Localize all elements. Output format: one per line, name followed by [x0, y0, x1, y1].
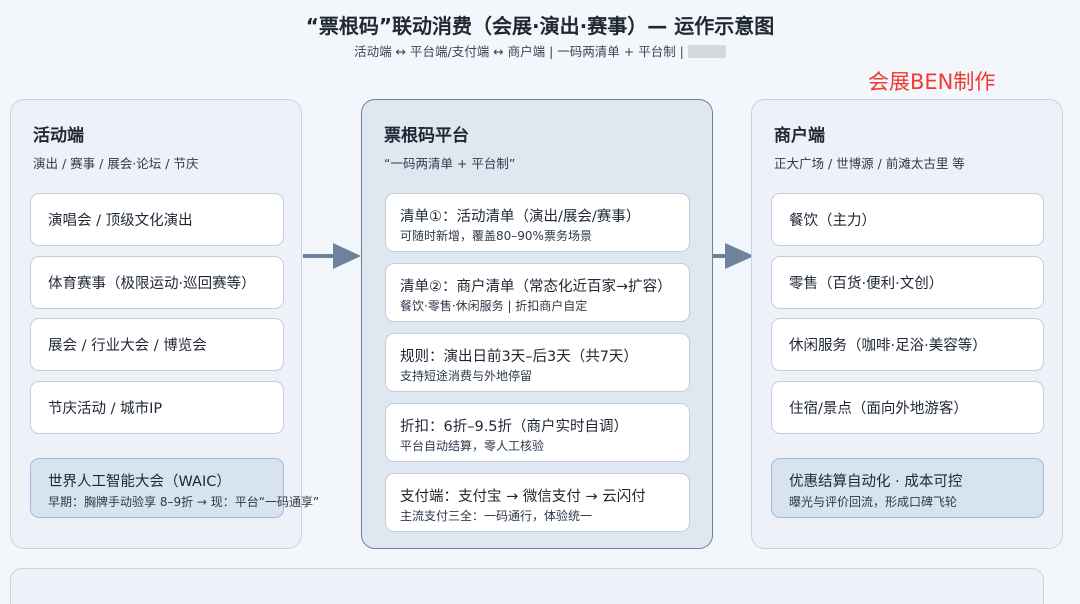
- merchant-item-retail: 零售（百货·便利·文创）: [771, 256, 1044, 309]
- item-detail: 可随时新增，覆盖80–90%票务场景: [400, 229, 592, 243]
- highlight-title: 世界人工智能大会（WAIC）: [48, 474, 231, 490]
- platform-panel: 票根码平台 “一码两清单 + 平台制” 清单①：活动清单（演出/展会/赛事） 可…: [361, 99, 713, 549]
- arrow-right-icon: [303, 243, 361, 269]
- platform-item-discount: 折扣：6折–9.5折（商户实时自调） 平台自动结算，零人工核验: [385, 403, 690, 462]
- panel-title: 活动端: [33, 126, 84, 146]
- diagram-title: “票根码”联动消费（会展·演出·赛事）— 运作示意图: [305, 14, 775, 38]
- merchant-item-leisure: 休闲服务（咖啡·足浴·美容等）: [771, 318, 1044, 371]
- item-title: 支付端：支付宝 → 微信支付 → 云闪付: [400, 489, 646, 505]
- panel-subtitle: 演出 / 赛事 / 展会·论坛 / 节庆: [33, 156, 199, 171]
- diagram-subtitle: 活动端 ↔ 平台端/支付端 ↔ 商户端 | 一码两清单 + 平台制 |: [0, 41, 1080, 60]
- item-label: 演唱会 / 顶级文化演出: [48, 213, 193, 229]
- panel-subtitle: 正大广场 / 世博源 / 前滩太古里 等: [774, 156, 965, 171]
- merchant-side-panel: 商户端 正大广场 / 世博源 / 前滩太古里 等 餐饮（主力） 零售（百货·便利…: [751, 99, 1063, 549]
- item-title: 清单②：商户清单（常态化近百家→扩容）: [400, 279, 672, 295]
- panel-title: 票根码平台: [384, 126, 469, 146]
- platform-item-activity-list: 清单①：活动清单（演出/展会/赛事） 可随时新增，覆盖80–90%票务场景: [385, 193, 690, 252]
- watermark: 会展BEN制作: [868, 70, 996, 94]
- panel-subtitle: “一码两清单 + 平台制”: [384, 156, 516, 171]
- platform-item-rules: 规则：演出日前3天–后3天（共7天） 支持短途消费与外地停留: [385, 333, 690, 392]
- item-detail: 餐饮·零售·休闲服务 | 折扣商户自定: [400, 299, 588, 313]
- item-detail: 主流支付三全：一码通行，体验统一: [400, 509, 593, 523]
- event-side-panel: 活动端 演出 / 赛事 / 展会·论坛 / 节庆 演唱会 / 顶级文化演出 体育…: [10, 99, 319, 549]
- highlight-detail: 早期：胸牌手动验享 8–9折 → 现：平台“一码通享”: [48, 495, 320, 509]
- highlight-detail: 曝光与评价回流，形成口碑飞轮: [789, 495, 958, 509]
- bottom-panel: [10, 568, 1044, 604]
- event-item-sports: 体育赛事（极限运动·巡回赛等）: [30, 256, 284, 309]
- item-label: 展会 / 行业大会 / 博览会: [48, 338, 207, 354]
- highlight-title: 优惠结算自动化 · 成本可控: [789, 474, 963, 490]
- arrow-right-icon: [713, 243, 754, 269]
- merchant-item-food: 餐饮（主力）: [771, 193, 1044, 246]
- item-label: 零售（百货·便利·文创）: [789, 276, 944, 292]
- panel-title: 商户端: [774, 126, 825, 146]
- event-item-concert: 演唱会 / 顶级文化演出: [30, 193, 284, 246]
- merchant-highlight: 优惠结算自动化 · 成本可控 曝光与评价回流，形成口碑飞轮: [771, 458, 1044, 518]
- merchant-item-lodging: 住宿/景点（面向外地游客）: [771, 381, 1044, 434]
- item-detail: 支持短途消费与外地停留: [400, 369, 533, 383]
- blurred-text: [687, 45, 726, 58]
- item-title: 折扣：6折–9.5折（商户实时自调）: [400, 419, 629, 435]
- item-label: 住宿/景点（面向外地游客）: [789, 401, 968, 417]
- item-label: 休闲服务（咖啡·足浴·美容等）: [789, 338, 987, 354]
- item-label: 餐饮（主力）: [789, 213, 876, 229]
- item-label: 节庆活动 / 城市IP: [48, 401, 163, 417]
- item-title: 规则：演出日前3天–后3天（共7天）: [400, 349, 638, 365]
- event-highlight-waic: 世界人工智能大会（WAIC） 早期：胸牌手动验享 8–9折 → 现：平台“一码通…: [30, 458, 319, 518]
- item-detail: 平台自动结算，零人工核验: [400, 439, 545, 453]
- subtitle-text: 活动端 ↔ 平台端/支付端 ↔ 商户端 | 一码两清单 + 平台制 |: [354, 44, 684, 59]
- event-item-expo: 展会 / 行业大会 / 博览会: [30, 318, 284, 371]
- item-title: 清单①：活动清单（演出/展会/赛事）: [400, 209, 641, 225]
- platform-item-merchant-list: 清单②：商户清单（常态化近百家→扩容） 餐饮·零售·休闲服务 | 折扣商户自定: [385, 263, 690, 322]
- platform-item-payment: 支付端：支付宝 → 微信支付 → 云闪付 主流支付三全：一码通行，体验统一: [385, 473, 690, 532]
- item-label: 体育赛事（极限运动·巡回赛等）: [48, 276, 256, 292]
- event-item-festival: 节庆活动 / 城市IP: [30, 381, 284, 434]
